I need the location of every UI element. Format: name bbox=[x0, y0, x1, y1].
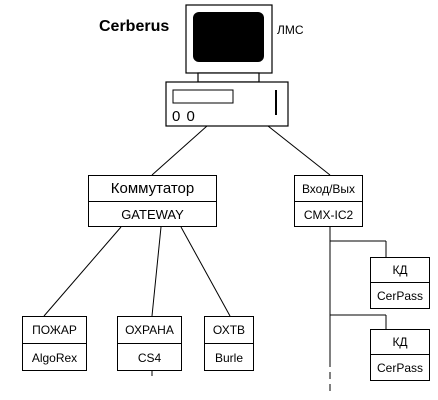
reader-model: CerPass bbox=[376, 289, 423, 303]
gateway-model: GATEWAY bbox=[121, 207, 184, 222]
drive-label: 0 0 bbox=[172, 108, 196, 125]
server-name: Cerberus bbox=[99, 18, 170, 35]
device-title: ОХТВ bbox=[212, 323, 246, 337]
reader-model: CerPass bbox=[376, 361, 423, 375]
device-box-cctv: ОХТВ Burle bbox=[204, 316, 254, 371]
reader-box-1: КД CerPass bbox=[370, 257, 430, 309]
io-box: Вход/Вых CMX-IC2 bbox=[294, 175, 363, 227]
server-tag: ЛМС bbox=[277, 23, 304, 37]
device-box-security: ОХРАНА CS4 bbox=[117, 316, 182, 371]
device-model: Burle bbox=[214, 350, 243, 365]
link-server-io bbox=[267, 125, 331, 176]
io-title: Вход/Вых bbox=[301, 181, 356, 196]
device-title: ПОЖАР bbox=[32, 323, 77, 337]
link-gateway-security bbox=[151, 226, 162, 317]
gateway-box: Коммутатор GATEWAY bbox=[88, 175, 217, 227]
device-model: CS4 bbox=[137, 350, 162, 365]
system-unit-icon bbox=[165, 81, 289, 127]
reader-title: КД bbox=[392, 263, 408, 277]
link-gateway-cctv bbox=[180, 226, 231, 317]
gateway-title: Коммутатор bbox=[110, 180, 195, 197]
reader-box-2: КД CerPass bbox=[370, 329, 430, 381]
device-box-fire: ПОЖАР AlgoRex bbox=[22, 316, 87, 371]
device-model: AlgoRex bbox=[31, 350, 78, 365]
link-server-gateway bbox=[151, 125, 208, 176]
monitor-icon bbox=[185, 4, 273, 83]
device-title: ОХРАНА bbox=[125, 323, 174, 337]
link-gateway-fire bbox=[43, 226, 122, 317]
io-model: CMX-IC2 bbox=[303, 207, 354, 222]
reader-title: КД bbox=[392, 335, 408, 349]
